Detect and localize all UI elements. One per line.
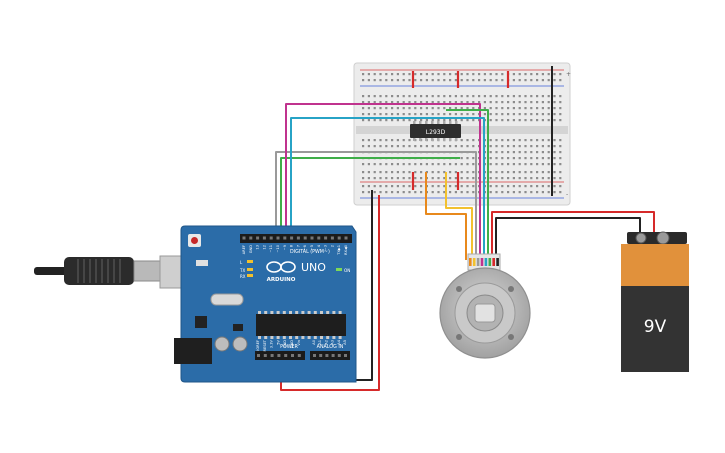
wire-green-pin11 <box>280 157 460 232</box>
wire-orange <box>425 172 467 260</box>
digital-pin-label-6: ~9 <box>283 244 287 250</box>
digital-pin-label-9: ~6 <box>303 244 307 250</box>
analog-pin-label-1: A1 <box>318 340 322 345</box>
l293d-chip: L293D <box>410 121 461 141</box>
digital-header <box>240 234 352 243</box>
dc-motor <box>439 253 531 359</box>
power-pin-label-0: IOREF <box>256 340 260 351</box>
power-pin-label-2: 3.3V <box>270 339 274 348</box>
on-led-label: ON <box>344 268 350 273</box>
digital-pin-label-15: RX◀0 <box>344 244 348 255</box>
digital-pin-label-10: ~5 <box>310 245 314 250</box>
power-pin-label-4: GND <box>283 340 287 348</box>
analog-pin-label-3: A3 <box>331 340 335 345</box>
chip-label: L293D <box>426 129 446 136</box>
wire-magenta-motor <box>446 103 481 260</box>
digital-pin-label-2: 13 <box>256 245 260 250</box>
wires <box>275 103 655 391</box>
digital-pin-label-1: GND <box>249 245 253 253</box>
digital-pin-label-8: 7 <box>296 245 300 247</box>
battery-9v: 9V <box>621 231 689 372</box>
l-led-label: L <box>240 260 243 265</box>
arduino-logo: ARDUINO <box>266 261 296 283</box>
tx-led-label: TX <box>239 268 245 273</box>
wire-magenta <box>285 103 446 232</box>
wire-yellow <box>445 172 473 260</box>
arduino-model-label: UNO <box>301 261 326 274</box>
digital-pin-label-11: 4 <box>317 244 321 247</box>
digital-header-label: DIGITAL (PWM~) <box>290 249 330 255</box>
power-pin-label-3: 5V <box>276 339 280 344</box>
digital-pin-label-12: ~3 <box>324 245 328 250</box>
digital-pin-label-5: ~10 <box>276 244 280 252</box>
rx-led-label: RX <box>240 274 246 279</box>
breadboard-center-channel <box>356 126 568 134</box>
wire-cyan-motor <box>446 117 485 260</box>
power-header-label: POWER <box>280 344 298 350</box>
analog-pin-label-0: A0 <box>312 339 316 344</box>
wire-red-battery <box>491 211 655 260</box>
breadboard-jumpers <box>371 66 553 196</box>
rail-plus-label: + <box>566 71 571 78</box>
atmega-chip <box>256 314 346 336</box>
battery-label: 9V <box>644 317 667 337</box>
rail-minus-label: - <box>566 191 568 198</box>
digital-pin-label-13: 2 <box>330 245 334 247</box>
analog-pin-label-5: A5 <box>343 340 347 345</box>
wire-cyan <box>290 117 446 232</box>
arduino-brand-label: ARDUINO <box>267 277 296 283</box>
digital-pin-label-7: 8 <box>290 244 294 247</box>
digital-pin-label-4: ~11 <box>269 245 273 253</box>
breadboard: + - <box>353 62 571 206</box>
wire-gray <box>275 151 460 232</box>
battery-bottom <box>621 286 689 372</box>
analog-header-label: ANALOG IN <box>317 344 344 350</box>
motor-shaft <box>474 303 496 323</box>
wire-gray-motor <box>460 151 477 260</box>
analog-header <box>310 351 350 360</box>
digital-pin-label-0: AREF <box>242 245 246 254</box>
digital-pin-label-14: TX▶1 <box>337 245 341 256</box>
battery-top <box>621 244 689 286</box>
wire-black-battery <box>495 217 641 260</box>
analog-pin-label-2: A2 <box>324 340 328 345</box>
wire-green-motor <box>446 109 489 260</box>
power-pin-label-6: Vin <box>297 340 301 346</box>
analog-pin-label-4: A4 <box>337 339 341 344</box>
power-pin-label-5: GND <box>290 340 294 348</box>
crystal-oscillator <box>210 293 244 306</box>
digital-pin-label-3: 12 <box>262 245 266 250</box>
power-pin-label-1: RESET <box>263 339 267 351</box>
power-jack <box>174 338 212 364</box>
